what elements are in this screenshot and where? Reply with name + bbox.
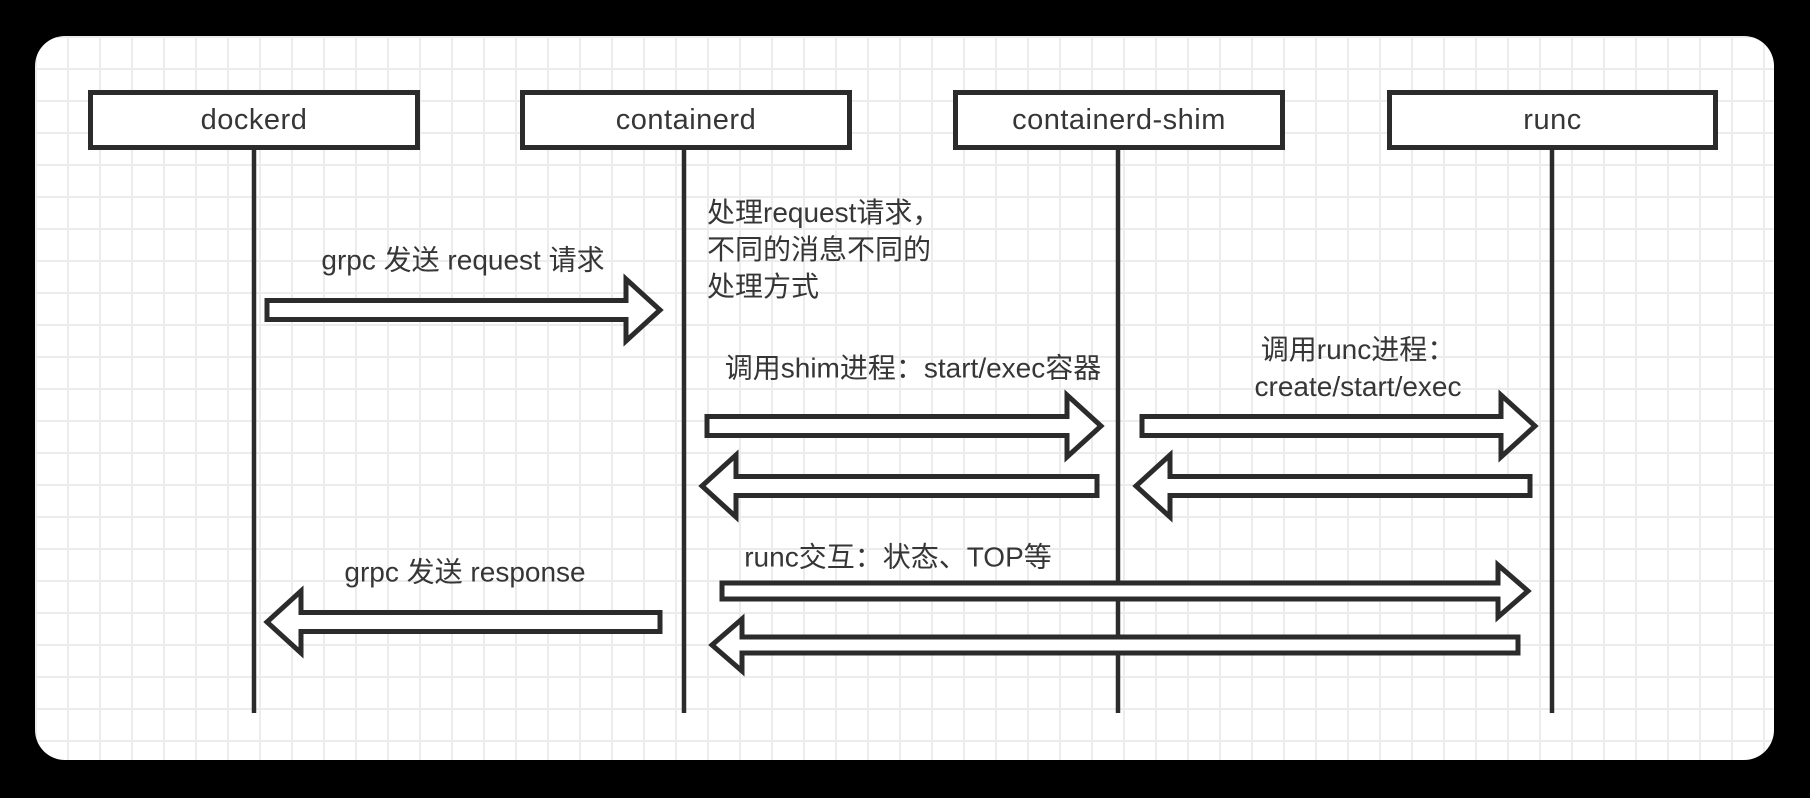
actor-box-runc: runc [1387,90,1718,150]
message-label-call-runc: 调用runc进程： create/start/exec [1255,331,1462,405]
actor-box-dockerd: dockerd [88,90,420,150]
actor-label-runc: runc [1523,103,1582,136]
diagram-canvas: dockerd containerd containerd-shim runc … [35,36,1774,760]
arrow-grpc-response [263,585,663,659]
arrow-shim-return [698,449,1100,523]
note-containerd-processing: 处理request请求， 不同的消息不同的 处理方式 [707,194,940,305]
actor-label-dockerd: dockerd [200,103,308,136]
message-label-runc-interact: runc交互：状态、TOP等 [744,541,1052,573]
note-line-1: 处理request请求， [707,197,941,228]
message-label-grpc-request: grpc 发送 request 请求 [321,244,605,276]
arrow-grpc-request [264,273,664,347]
actor-box-containerd: containerd [520,90,852,150]
actor-label-containerd: containerd [615,103,757,136]
note-line-3: 处理方式 [707,271,820,302]
message-label-grpc-response: grpc 发送 response [344,556,586,588]
call-runc-line-1: 调用runc进程： [1260,334,1456,365]
sequence-diagram-svg [251,146,1555,713]
actor-label-containerd-shim: containerd-shim [1012,103,1226,136]
note-line-2: 不同的消息不同的 [707,234,932,265]
arrow-runc-interact-return [708,613,1521,677]
actor-box-containerd-shim: containerd-shim [953,90,1285,150]
arrow-shim-to-runc [1139,389,1539,463]
arrow-runc-return [1132,449,1533,523]
arrow-containerd-to-shim [704,389,1105,463]
message-label-call-shim: 调用shim进程：start/exec容器 [724,352,1102,384]
call-runc-line-2: create/start/exec [1254,371,1462,402]
arrow-runc-interact-forward [719,559,1532,623]
